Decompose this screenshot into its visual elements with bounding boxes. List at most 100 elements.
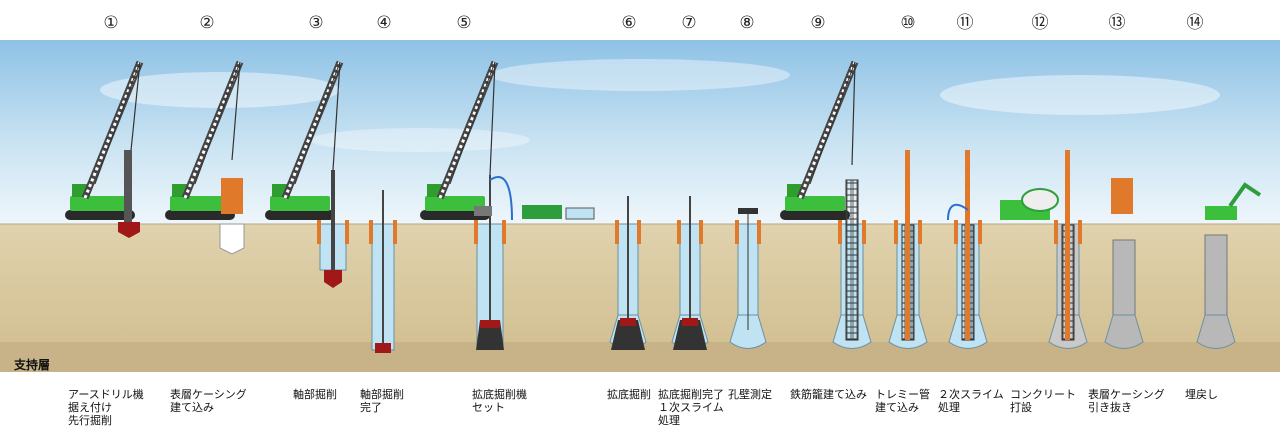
- step-label-4: 軸部掘削 完了: [360, 388, 404, 414]
- drill-bucket-icon: [375, 343, 391, 353]
- crane-boom-lattice: [283, 61, 342, 199]
- kelly-bar: [124, 150, 132, 222]
- step-label-14: 埋戻し: [1185, 388, 1218, 401]
- step-label-8: 孔壁測定: [728, 388, 772, 401]
- casing-wall: [735, 220, 739, 244]
- crawler-crane-icon: [165, 60, 244, 220]
- reaming-bucket-icon: [673, 320, 707, 350]
- crane-body: [270, 196, 330, 211]
- step-number-5: ⑤: [456, 13, 472, 33]
- cloud: [490, 59, 790, 91]
- casing-wall: [894, 220, 898, 244]
- cloud: [940, 75, 1220, 115]
- bell-bottom: [1196, 314, 1236, 349]
- step-label-11: ２次スライム 処理: [938, 388, 1004, 414]
- casing-wall: [393, 220, 397, 244]
- excavator-icon: [1205, 206, 1237, 220]
- casing-wall: [317, 220, 321, 244]
- bearing-layer-label: 支持層: [14, 358, 51, 372]
- bell-shape: [1104, 314, 1144, 349]
- casing-wall: [637, 220, 641, 244]
- crawler-crane-icon: [780, 60, 859, 220]
- casing-wall: [677, 220, 681, 244]
- step-label-10: トレミー管 建て込み: [875, 388, 930, 414]
- crane-track: [165, 210, 235, 220]
- reaming-bucket-icon: [611, 320, 645, 350]
- casing-wall: [474, 220, 478, 244]
- step-number-13: ⑬: [1108, 13, 1126, 33]
- crane-body: [425, 196, 485, 211]
- casing-wall: [862, 220, 866, 244]
- crane-boom-lattice: [798, 61, 857, 199]
- crane-cable: [194, 61, 241, 185]
- drill-bucket-icon: [324, 270, 342, 288]
- crawler-crane-icon: [65, 60, 144, 220]
- caliper-icon: [738, 208, 758, 214]
- step-label-3: 軸部掘削: [293, 388, 337, 401]
- casing-wall: [978, 220, 982, 244]
- casing-wall: [502, 220, 506, 244]
- crawler-crane-icon: [420, 60, 499, 220]
- step-number-3: ③: [308, 13, 324, 33]
- casing-wall: [345, 220, 349, 244]
- step-label-1: アースドリル機 据え付け 先行掘削: [68, 388, 144, 427]
- step-label-12: コンクリート 打設: [1010, 388, 1076, 414]
- crane-cable: [809, 61, 856, 185]
- step-label-2: 表層ケーシング 建て込み: [170, 388, 247, 414]
- crane-body: [785, 196, 845, 211]
- step-number-14: ⑭: [1186, 13, 1204, 33]
- reaming-bucket-icon: [682, 318, 698, 326]
- mixer-truck-icon: [1021, 188, 1059, 212]
- hoist-cable: [851, 61, 856, 166]
- bell-bottom: [729, 314, 767, 349]
- casing-wall: [615, 220, 619, 244]
- reaming-bucket-icon: [620, 318, 636, 326]
- step-number-10: ⑩: [900, 13, 916, 33]
- casing-wall: [757, 220, 761, 244]
- crawler-crane-icon: [265, 60, 344, 220]
- pump-plant-icon: [565, 207, 595, 220]
- step-number-12: ⑫: [1031, 13, 1049, 33]
- step-number-8: ⑧: [739, 13, 755, 33]
- bell-bottom: [1104, 314, 1144, 349]
- step-label-7: 拡底掘削完了 １次スライム 処理: [658, 388, 724, 427]
- hoist-cable: [332, 61, 341, 171]
- slurry-hose: [489, 175, 513, 221]
- casing-wall: [1054, 220, 1058, 244]
- casing-wall: [1078, 220, 1082, 244]
- pit: [219, 223, 245, 255]
- excavator-icon: [1228, 182, 1262, 208]
- step-number-2: ②: [199, 13, 215, 33]
- crane-boom-lattice: [83, 61, 142, 199]
- step-number-1: ①: [103, 13, 119, 33]
- crane-track: [65, 210, 135, 220]
- step-number-4: ④: [376, 13, 392, 33]
- pump-plant-icon: [522, 205, 562, 219]
- casing-wall: [838, 220, 842, 244]
- cloud: [100, 72, 340, 108]
- crane-cable: [449, 61, 496, 185]
- tremie-pipe-icon: [1065, 150, 1070, 340]
- step-number-6: ⑥: [621, 13, 637, 33]
- casing-wall: [954, 220, 958, 244]
- step-number-9: ⑨: [810, 13, 826, 33]
- cloud: [310, 128, 530, 152]
- step-label-6: 拡底掘削: [607, 388, 651, 401]
- bell-shape: [1196, 314, 1236, 349]
- bell-shape: [729, 314, 767, 349]
- hoist-cable: [231, 61, 241, 161]
- step-label-5: 拡底掘削機 セット: [472, 388, 527, 414]
- crane-cable: [294, 61, 341, 185]
- slurry-hose: [947, 203, 969, 221]
- step-label-13: 表層ケーシング 引き抜き: [1088, 388, 1165, 414]
- casing-icon: [1111, 178, 1133, 214]
- casing-wall: [699, 220, 703, 244]
- rebar-cage-icon: [845, 179, 859, 341]
- crane-boom-lattice: [183, 61, 242, 199]
- step-number-7: ⑦: [681, 13, 697, 33]
- casing-wall: [918, 220, 922, 244]
- crane-track: [780, 210, 850, 220]
- tremie-pipe-icon: [905, 150, 910, 340]
- step-number-11: ⑪: [956, 13, 974, 33]
